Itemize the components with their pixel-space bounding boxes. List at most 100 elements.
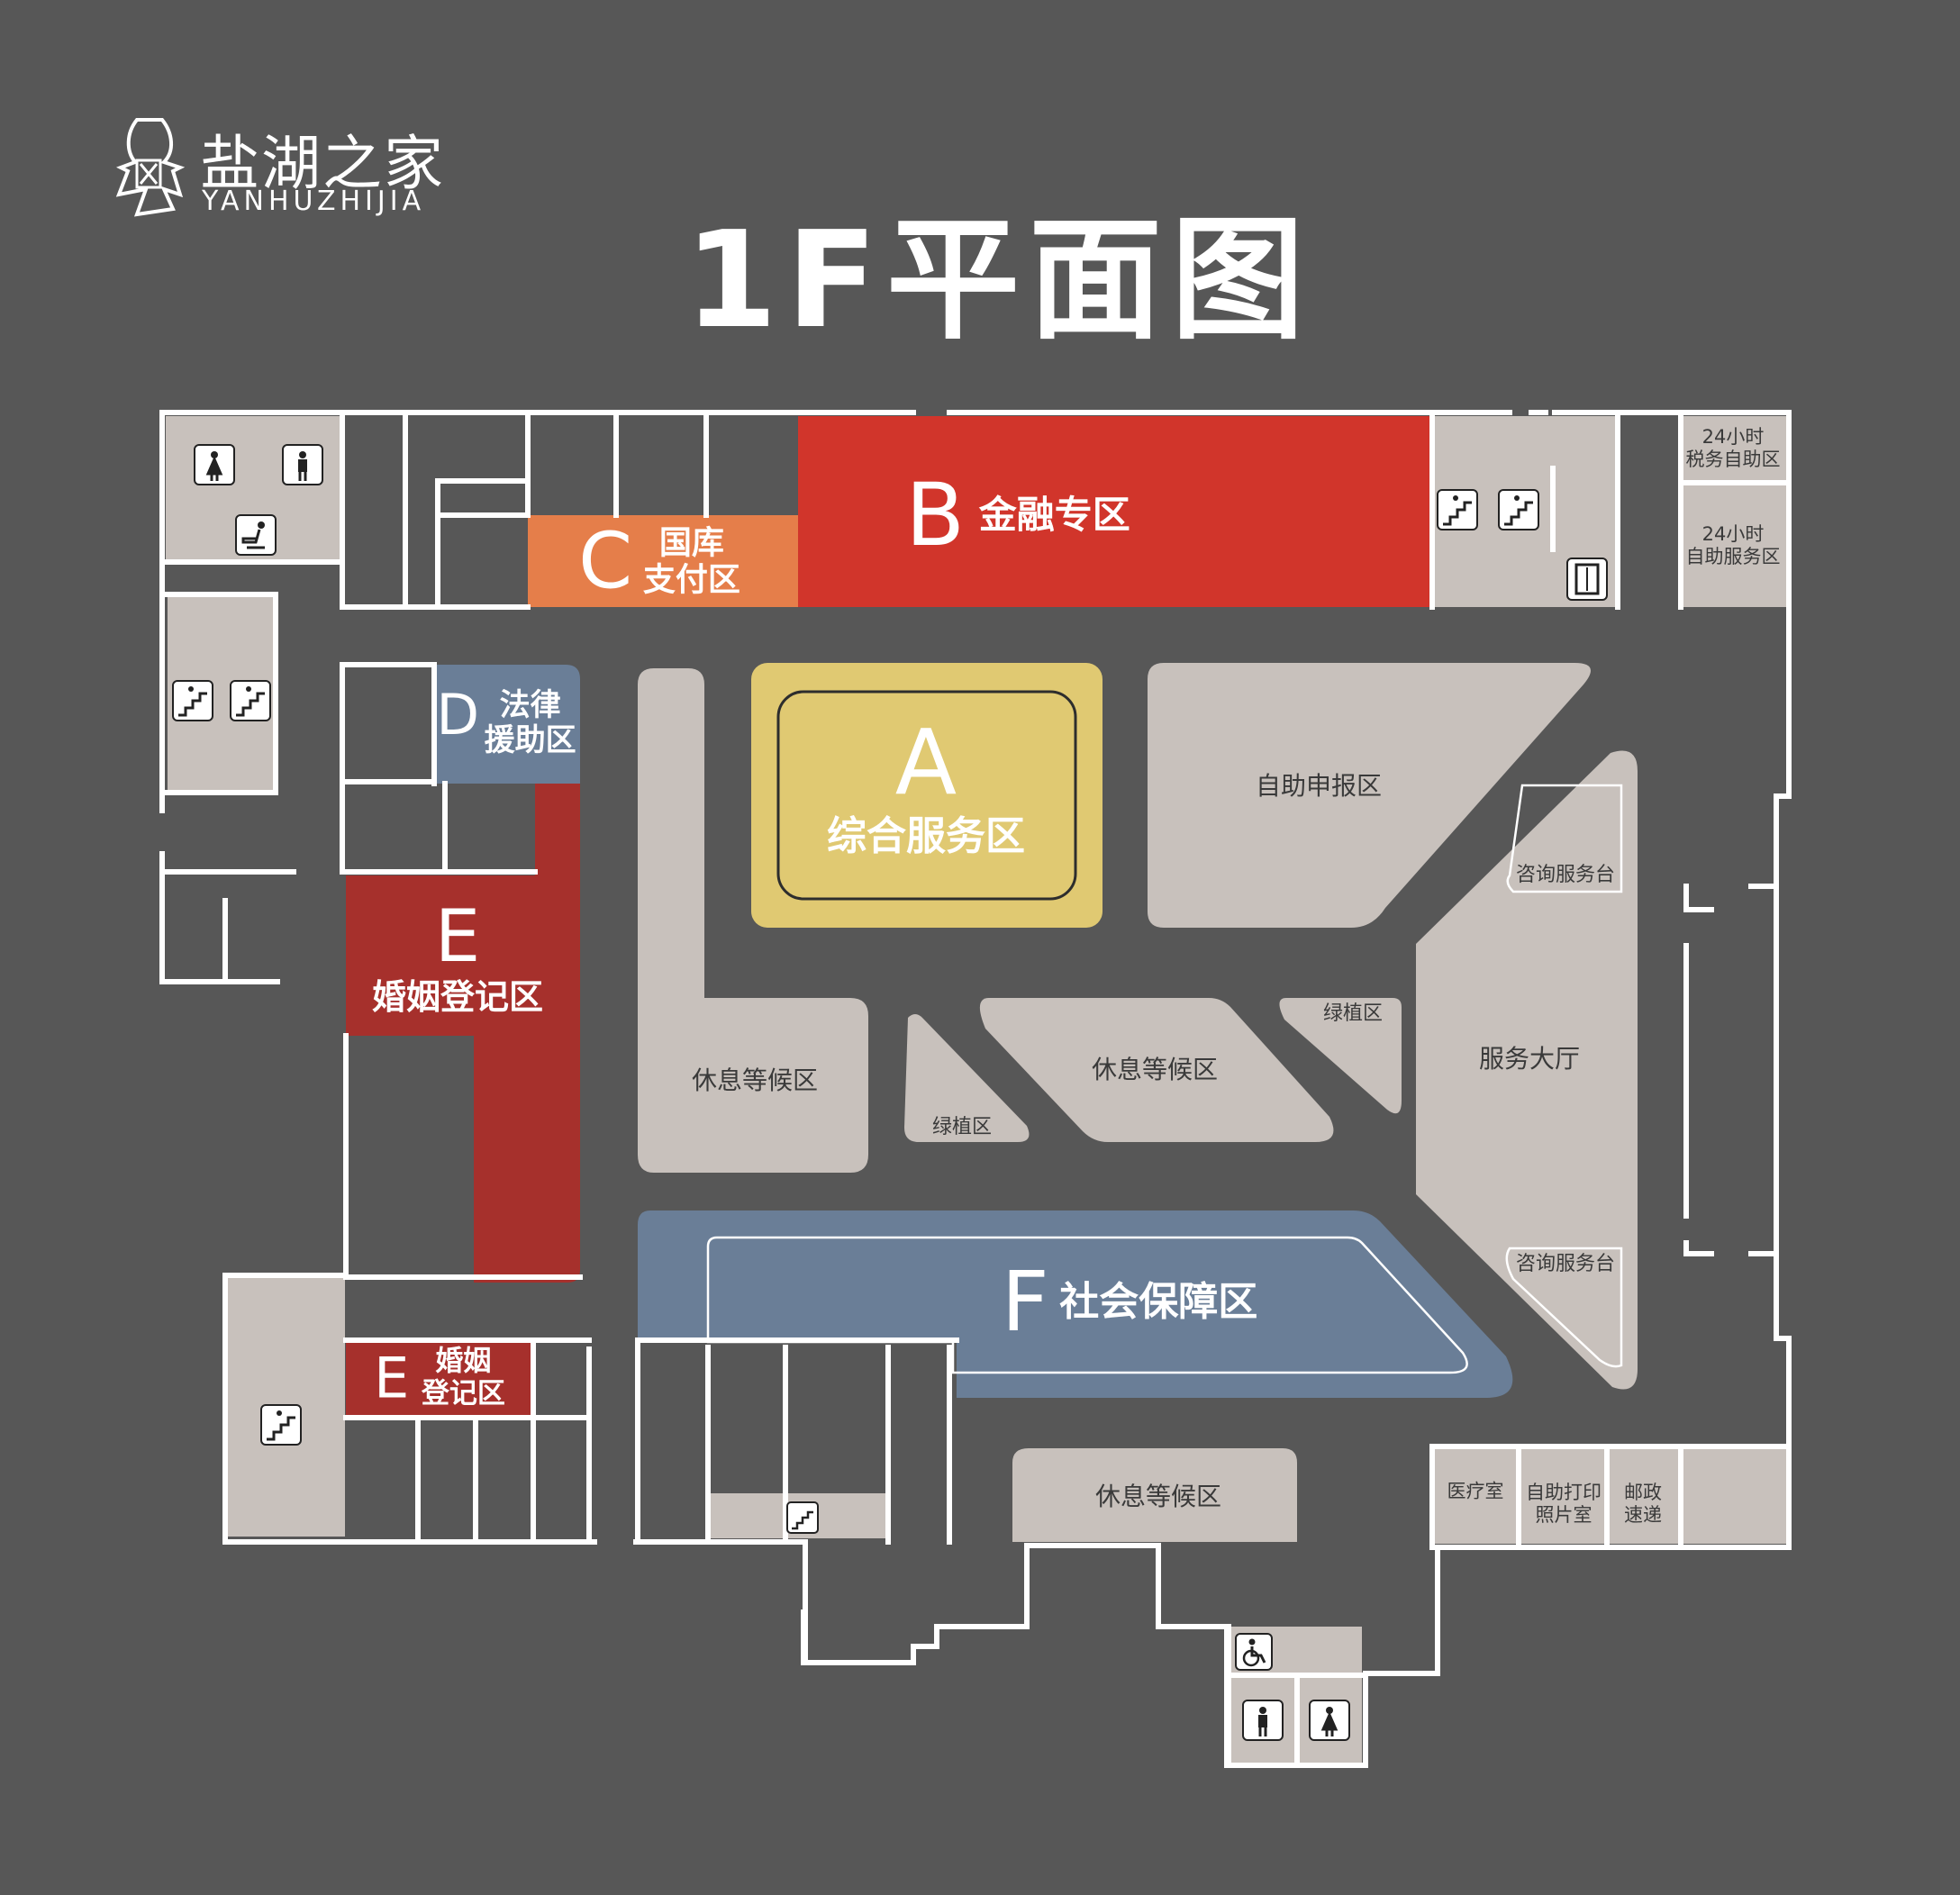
zone-e2-label: E 婚姻 登记区 [374, 1346, 505, 1410]
wall-e-rooms [343, 1033, 583, 1280]
brand-logo: 盐湖之家 YANHUZHIJIA [110, 115, 470, 223]
green-area-2-label: 绿植区 [1322, 1002, 1384, 1025]
accessible-icon [1235, 1633, 1273, 1671]
medical-room-label: 医疗室 [1447, 1480, 1504, 1502]
zone-f-letter: F [1001, 1254, 1049, 1351]
rest-area-3-island [1012, 1448, 1297, 1542]
outer-wall [159, 410, 1792, 1768]
wall-s-toilets [1226, 1624, 1363, 1766]
consult-desk-2-label: 咨询服务台 [1515, 1252, 1616, 1275]
stairs-icon [1498, 489, 1539, 530]
self-service-24h [1681, 416, 1787, 607]
self-declare-label: 自助申报区 [1255, 771, 1383, 802]
stairs-icon [172, 680, 213, 721]
post-room-line-2: 速递 [1624, 1504, 1662, 1526]
service-hall-label: 服务大厅 [1478, 1044, 1581, 1074]
female-toilet-icon [1309, 1700, 1350, 1741]
zone-c-label: C 国库 支付区 [578, 516, 740, 607]
female-toilet-icon [194, 444, 235, 485]
zone-a-label: A 综合服务区 [827, 711, 1025, 860]
zone-a-area [751, 663, 1102, 928]
service-hall-island [1416, 750, 1638, 1390]
zone-d-letter: D [436, 681, 480, 748]
stairs-icon [1437, 489, 1478, 530]
wall-east-door [1683, 884, 1779, 1256]
zone-f-label: F 社会保障区 [1002, 1255, 1258, 1350]
tax-24h-line-2: 税务自助区 [1685, 449, 1781, 470]
rest-area-3-label: 休息等候区 [1094, 1482, 1222, 1512]
consult-desk-1-outline [1506, 784, 1623, 893]
green-area-1-label: 绿植区 [931, 1115, 993, 1138]
tax-24h-line-1: 24小时 [1701, 425, 1765, 448]
male-toilet-icon [282, 444, 323, 485]
zone-e2-name-1: 婚姻 [435, 1345, 492, 1378]
zone-f-name: 社会保障区 [1059, 1278, 1258, 1325]
stairs-icon [260, 1404, 302, 1446]
rest-area-1-label: 休息等候区 [691, 1065, 819, 1096]
brand-name-en: YANHUZHIJIA [202, 186, 426, 217]
zone-c-name-2: 支付区 [642, 562, 740, 600]
zone-e-name: 婚姻登记区 [371, 977, 544, 1018]
consult-desk-2-outline [1505, 1247, 1623, 1368]
elevator-icon [1566, 558, 1608, 601]
zone-c-name-1: 国库 [658, 524, 724, 562]
baby-care-icon [235, 514, 277, 556]
page-title: 1F平面图 [685, 203, 1314, 358]
stairs-icon [230, 680, 271, 721]
zone-c-area [528, 515, 798, 607]
wall-se-rooms [1429, 1444, 1790, 1550]
consult-desk-1-label: 咨询服务台 [1515, 863, 1616, 886]
brand-name-cn: 盐湖之家 [200, 129, 445, 198]
walls-layer [159, 410, 1792, 1768]
zone-a-letter: A [894, 710, 957, 816]
wall-north-offices [340, 413, 709, 610]
wall-ne-rooms [1429, 413, 1790, 610]
zone-e-letter: E [434, 894, 481, 979]
post-room-label: 邮政 速递 [1624, 1482, 1662, 1527]
wall-nw-rooms [163, 559, 345, 875]
stairs-icon [786, 1501, 819, 1534]
zone-b-letter: B [905, 464, 966, 566]
zone-e2-letter: E [374, 1345, 410, 1411]
brand-seal-icon [115, 118, 186, 217]
icons-layer [172, 444, 1608, 1741]
self-declare-island [1148, 663, 1591, 928]
zone-f-inner-border [706, 1236, 1468, 1374]
zone-e-area [346, 784, 580, 1283]
print-room-label: 自助打印 照片室 [1526, 1482, 1602, 1527]
zone-e2-area [346, 1340, 533, 1418]
male-toilet-icon [1242, 1700, 1284, 1741]
tax-24h-label: 24小时 税务自助区 [1686, 426, 1781, 471]
wall-s-rooms [635, 1337, 959, 1665]
zone-f-area [638, 1210, 1513, 1398]
zone-b-name: 金融专区 [978, 492, 1130, 537]
zone-d-label: D 法律 援助区 [436, 683, 576, 758]
self-24h-label: 24小时 自助服务区 [1686, 523, 1781, 568]
wall-west-offices [340, 662, 538, 875]
rest-area-2-label: 休息等候区 [1091, 1055, 1219, 1085]
rest-area-1-island [638, 668, 868, 1173]
self-24h-line-1: 24小时 [1701, 522, 1765, 545]
zone-b-label: B 金融专区 [905, 466, 1130, 565]
zone-b-area [798, 416, 1430, 607]
zone-d-name-1: 法律 [499, 686, 561, 723]
rooms-layer [166, 416, 1787, 1764]
zone-e2-name-2: 登记区 [421, 1377, 505, 1410]
post-room-line-1: 邮政 [1624, 1481, 1662, 1503]
green-area-1-island [904, 1014, 1030, 1142]
print-room-line-2: 照片室 [1535, 1504, 1592, 1526]
wall-sw-rooms [343, 1337, 592, 1545]
rest-area-2-island [979, 998, 1334, 1142]
zone-c-letter: C [578, 516, 633, 607]
west-wall [159, 410, 280, 984]
zone-d-name-2: 援助区 [484, 722, 576, 758]
zone-a-name: 综合服务区 [827, 813, 1025, 860]
self-24h-line-2: 自助服务区 [1685, 546, 1781, 567]
zones-layer [346, 416, 1623, 1418]
green-area-2-island [1279, 998, 1402, 1114]
zone-a-inner-border [776, 690, 1077, 901]
zone-d-area [434, 665, 580, 784]
zone-e-label: E 婚姻登记区 [372, 895, 543, 1018]
